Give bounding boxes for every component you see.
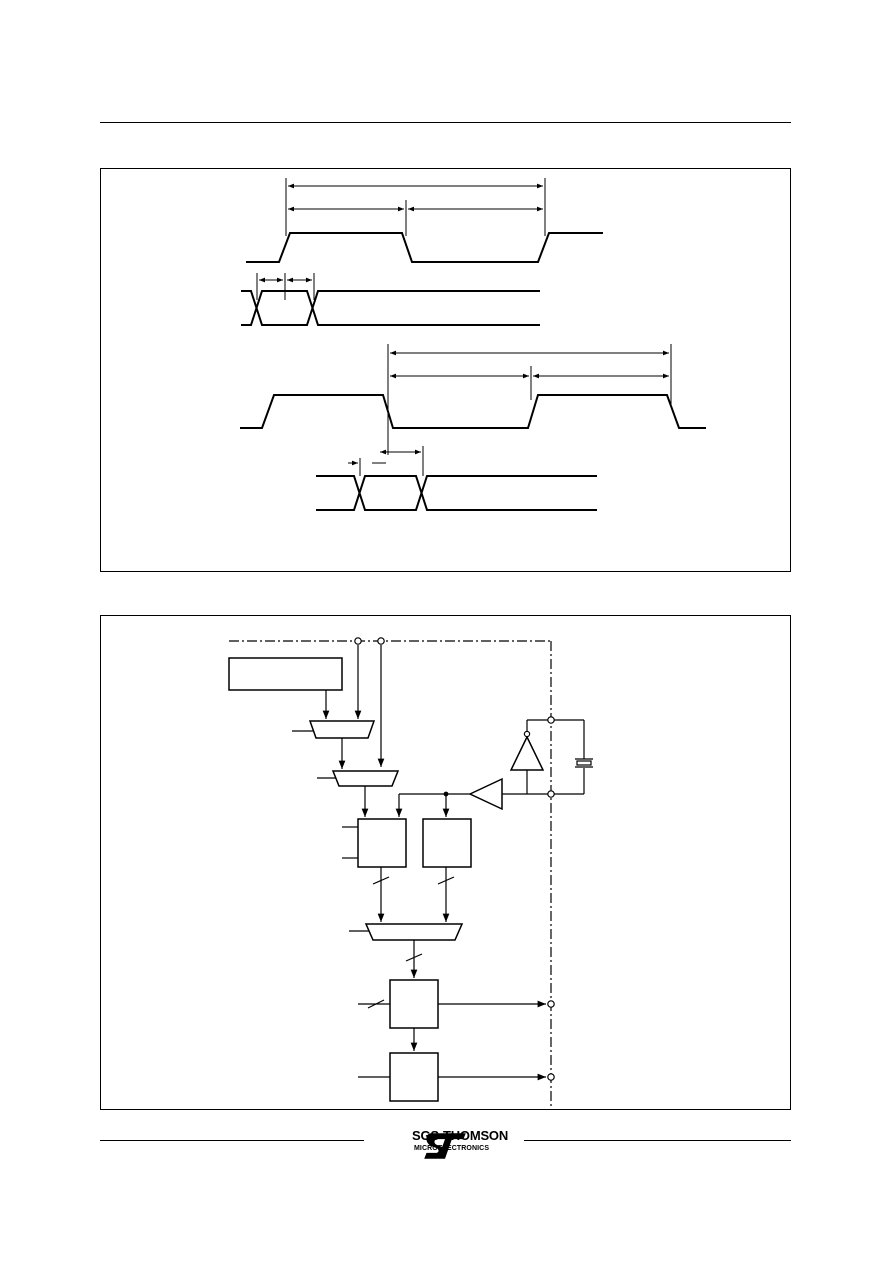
data-waveform-2 [316,475,597,511]
header-rule [100,122,791,123]
timing-diagram [240,178,706,511]
data-waveform-1 [241,290,540,326]
clock-waveform-2 [240,394,706,429]
block-diagram-frame [100,615,791,1110]
st-logo-icon [424,1133,466,1159]
footer-rule-left [100,1140,364,1141]
clock-waveform-1 [246,232,603,263]
footer-rule-right [524,1140,791,1141]
company-division: MICROELECTRONICS [414,1145,490,1152]
company-name: SGS-THOMSON [412,1128,509,1143]
timing-diagram-frame [100,168,791,572]
